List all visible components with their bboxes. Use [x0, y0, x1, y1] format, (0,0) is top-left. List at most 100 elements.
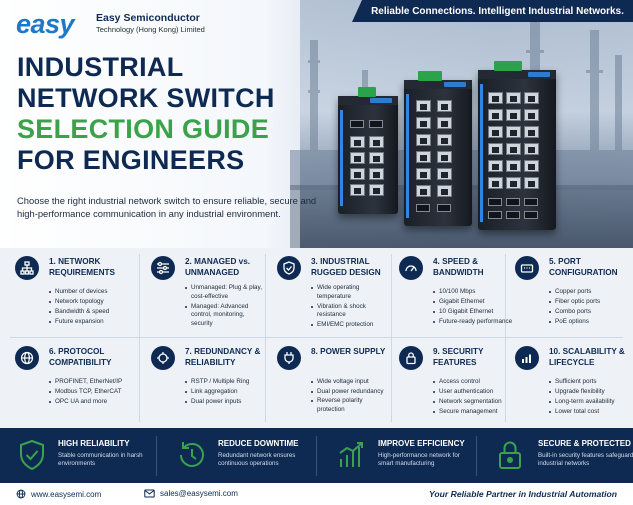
criteria-scalability-lifecycle: 10. SCALABILITY & LIFECYCLE Sufficient p…: [500, 338, 628, 426]
company-name-main: Easy Semiconductor: [96, 12, 200, 24]
criteria-title: 7. REDUNDANCY & RELIABILITY: [185, 347, 261, 367]
page-title: INDUSTRIAL NETWORK SWITCH SELECTION GUID…: [17, 52, 275, 176]
list-item: Network topology: [49, 297, 129, 307]
benefit-text: Built-in security features safeguard ind…: [538, 452, 633, 467]
benefit-separator: [316, 436, 317, 476]
benefit-title: HIGH RELIABILITY: [58, 439, 130, 448]
ring-arrows-icon: [151, 346, 175, 370]
bar-growth-icon: [339, 442, 363, 467]
switch-image-large: [478, 61, 556, 230]
list-item: Wide operating temperature: [311, 284, 391, 301]
list-item: Link aggregation: [185, 387, 265, 397]
list-item: Future expansion: [49, 317, 129, 327]
criteria-protocol-compatibility: 6. PROTOCOL COMPATIBILITY PROFINET, Ethe…: [0, 338, 126, 426]
power-plug-icon: [277, 346, 301, 370]
criteria-list: Unmanaged: Plug & play, cost-effective M…: [185, 284, 265, 330]
list-item: Unmanaged: Plug & play, cost-effective: [185, 284, 265, 301]
criteria-list: Number of devices Network topology Bandw…: [49, 287, 129, 327]
criteria-list: Wide voltage input Dual power redundancy…: [311, 377, 391, 416]
list-item: Future-ready performance: [433, 317, 513, 327]
list-item: Upgrade flexibility: [549, 387, 629, 397]
sliders-icon: [151, 256, 175, 280]
criteria-title: 10. SCALABILITY & LIFECYCLE: [549, 347, 625, 367]
list-item: Wide voltage input: [311, 377, 391, 387]
criteria-redundancy-reliability: 7. REDUNDANCY & RELIABILITY RSTP / Multi…: [136, 338, 262, 426]
shield-check-icon: [277, 256, 301, 280]
title-line-3: SELECTION GUIDE: [17, 114, 270, 144]
list-item: User authentication: [433, 387, 513, 397]
benefit-separator: [476, 436, 477, 476]
grid-col-divider: [391, 254, 392, 422]
brand-logo: easy: [16, 9, 75, 39]
benefit-improve-efficiency: IMPROVE EFFICIENCY High-performance netw…: [318, 428, 476, 483]
footer: www.easysemi.com sales@easysemi.com Your…: [0, 483, 633, 505]
criteria-power-supply: 8. POWER SUPPLY Wide voltage input Dual …: [262, 338, 388, 426]
network-tree-icon: [15, 256, 39, 280]
criteria-list: PROFINET, EtherNet/IP Modbus TCP, EtherC…: [49, 377, 129, 407]
criteria-title: 2. MANAGED vs. UNMANAGED: [185, 257, 251, 277]
list-item: PoE options: [549, 317, 629, 327]
criteria-list: Copper ports Fiber optic ports Combo por…: [549, 287, 629, 327]
company-name: Easy Semiconductor Technology (Hong Kong…: [96, 13, 205, 35]
benefit-text: High-performance network for smart manuf…: [378, 452, 460, 467]
criteria-title: 9. SECURITY FEATURES: [433, 347, 484, 367]
criteria-port-configuration: 5. PORT CONFIGURATION Copper ports Fiber…: [500, 248, 628, 336]
list-item: Fiber optic ports: [549, 297, 629, 307]
shield-check-icon: [20, 439, 44, 471]
title-line-1: INDUSTRIAL: [17, 52, 184, 82]
criteria-title: 5. PORT CONFIGURATION: [549, 257, 618, 277]
list-item: Dual power inputs: [185, 397, 265, 407]
list-item: Managed: Advanced control, monitoring, s…: [185, 303, 265, 329]
list-item: Sufficient ports: [549, 377, 629, 387]
list-item: Access control: [433, 377, 513, 387]
list-item: Secure management: [433, 407, 513, 417]
benefit-text: Stable communication in harsh environmen…: [58, 452, 143, 467]
list-item: PROFINET, EtherNet/IP: [49, 377, 129, 387]
list-item: Copper ports: [549, 287, 629, 297]
list-item: EMI/EMC protection: [311, 321, 391, 330]
benefit-reduce-downtime: REDUCE DOWNTIME Redundant network ensure…: [158, 428, 316, 483]
email-link[interactable]: sales@easysemi.com: [144, 489, 238, 498]
criteria-list: Access control User authentication Netwo…: [433, 377, 513, 417]
router-icon: [515, 256, 539, 280]
benefit-high-reliability: HIGH RELIABILITY Stable communication in…: [0, 428, 158, 483]
criteria-rugged-design: 3. INDUSTRIAL RUGGED DESIGN Wide operati…: [262, 248, 388, 336]
email-text: sales@easysemi.com: [160, 489, 238, 498]
criteria-list: Wide operating temperature Vibration & s…: [311, 284, 391, 331]
list-item: Network segmentation: [433, 397, 513, 407]
criteria-title: 8. POWER SUPPLY: [311, 347, 386, 356]
tagline-bar: Reliable Connections. Intelligent Indust…: [352, 0, 633, 22]
list-item: Combo ports: [549, 307, 629, 317]
hero-banner: Reliable Connections. Intelligent Indust…: [0, 0, 633, 248]
list-item: OPC UA and more: [49, 397, 129, 407]
benefit-title: IMPROVE EFFICIENCY: [378, 439, 465, 448]
switch-image-medium: [404, 71, 472, 226]
criteria-security-features: 9. SECURITY FEATURES Access control User…: [384, 338, 510, 426]
clock-refresh-icon: [180, 442, 204, 467]
list-item: Vibration & shock resistance: [311, 303, 391, 320]
padlock-icon: [499, 441, 521, 469]
globe-icon: [15, 346, 39, 370]
list-item: Bandwidth & speed: [49, 307, 129, 317]
title-line-2: NETWORK SWITCH: [17, 83, 275, 113]
grid-col-divider: [265, 254, 266, 422]
criteria-title: 4. SPEED & BANDWIDTH: [433, 257, 484, 277]
company-name-sub: Technology (Hong Kong) Limited: [96, 25, 205, 34]
criteria-managed-vs-unmanaged: 2. MANAGED vs. UNMANAGED Unmanaged: Plug…: [136, 248, 262, 336]
criteria-title: 3. INDUSTRIAL RUGGED DESIGN: [311, 257, 381, 277]
list-item: Lower total cost: [549, 407, 629, 417]
benefit-text: Redundant network ensures continuous ope…: [218, 452, 296, 467]
criteria-title: 6. PROTOCOL COMPATIBILITY: [49, 347, 112, 367]
title-line-4: FOR ENGINEERS: [17, 145, 245, 175]
selection-criteria-grid: 1. NETWORK REQUIREMENTS Number of device…: [0, 248, 633, 428]
list-item: Reverse polarity protection: [311, 397, 391, 414]
criteria-list: Sufficient ports Upgrade flexibility Lon…: [549, 377, 629, 417]
list-item: 10/100 Mbps: [433, 287, 513, 297]
list-item: 10 Gigabit Ethernet: [433, 307, 513, 317]
list-item: Modbus TCP, EtherCAT: [49, 387, 129, 397]
hero-subtitle: Choose the right industrial network swit…: [17, 195, 317, 219]
website-link[interactable]: www.easysemi.com: [16, 489, 101, 499]
grid-col-divider: [139, 254, 140, 422]
benefits-band: HIGH RELIABILITY Stable communication in…: [0, 428, 633, 483]
growth-chart-icon: [515, 346, 539, 370]
